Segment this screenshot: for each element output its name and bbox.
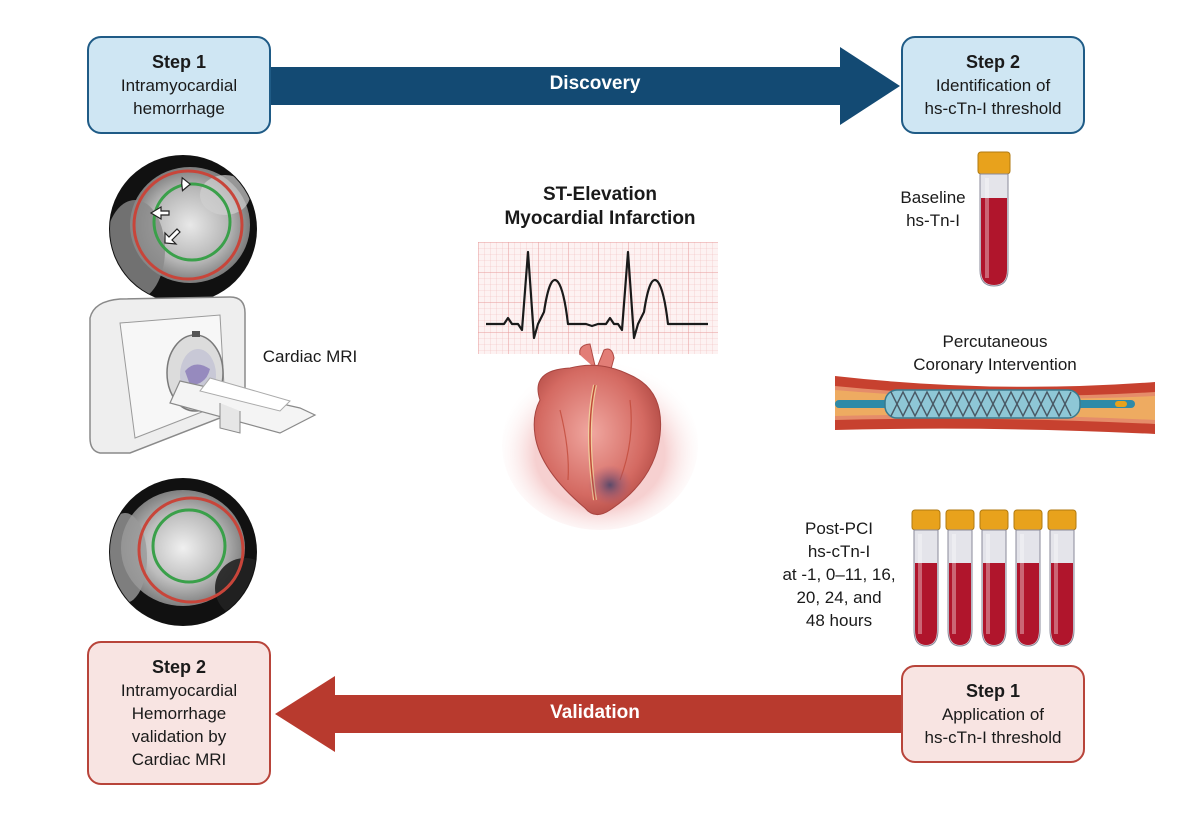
post-pci-blood-tubes: [911, 509, 1077, 647]
mri-scan-top: [109, 155, 257, 303]
discovery-step2-line1: Identification of: [935, 76, 1051, 95]
validation-step2-line2: Hemorrhage: [131, 704, 227, 723]
pci-line2: Coronary Intervention: [913, 355, 1077, 374]
validation-arrow-label: Validation: [550, 702, 640, 723]
discovery-step1-title: Step 1: [151, 52, 207, 72]
post-pci-line1: Post-PCI: [804, 519, 874, 538]
validation-step2-line3: validation by: [131, 727, 227, 746]
discovery-step1-box: Step 1 Intramyocardial hemorrhage: [87, 36, 271, 134]
post-pci-line3: at -1, 0–11, 16,: [782, 565, 896, 584]
discovery-arrow-label: Discovery: [549, 73, 641, 94]
discovery-step2-box: Step 2 Identification of hs-cTn-I thresh…: [901, 36, 1085, 134]
baseline-line2: hs-Tn-I: [906, 211, 960, 230]
baseline-label: Baseline hs-Tn-I: [888, 186, 978, 232]
post-pci-line4: 20, 24, and: [796, 588, 882, 607]
ecg-grid: [478, 242, 718, 354]
mri-machine-illustration: [89, 296, 317, 454]
center-title-line1: ST-Elevation: [542, 184, 658, 205]
pci-line1: Percutaneous: [942, 332, 1048, 351]
arrow-marker-2: [149, 205, 170, 221]
validation-step2-title: Step 2: [151, 657, 207, 677]
validation-step1-line1: Application of: [941, 705, 1045, 724]
validation-step1-title: Step 1: [965, 681, 1021, 701]
post-pci-line2: hs-cTn-I: [807, 542, 871, 561]
arrow-marker-1: [181, 176, 192, 192]
validation-step2-line1: Intramyocardial: [120, 681, 238, 700]
stent-illustration: [835, 376, 1155, 434]
validation-step2-line4: Cardiac MRI: [131, 750, 227, 769]
post-pci-label: Post-PCI hs-cTn-I at -1, 0–11, 16, 20, 2…: [770, 517, 908, 632]
validation-step1-box: Step 1 Application of hs-cTn-I threshold: [901, 665, 1085, 763]
center-title-line2: Myocardial Infarction: [504, 208, 696, 229]
heart-illustration: [502, 343, 698, 530]
mri-label: Cardiac MRI: [262, 347, 358, 366]
discovery-step1-line1: Intramyocardial: [120, 76, 238, 95]
pci-label: Percutaneous Coronary Intervention: [890, 330, 1100, 376]
baseline-line1: Baseline: [900, 188, 966, 207]
discovery-step2-title: Step 2: [965, 52, 1021, 72]
discovery-step1-line2: hemorrhage: [133, 99, 225, 118]
discovery-step2-line2: hs-cTn-I threshold: [924, 99, 1062, 118]
baseline-blood-tube: [977, 151, 1011, 287]
validation-step1-line2: hs-cTn-I threshold: [924, 728, 1062, 747]
validation-step2-box: Step 2 Intramyocardial Hemorrhage valida…: [87, 641, 271, 785]
ecg-trace: [486, 250, 708, 340]
mri-scan-bottom: [109, 478, 257, 626]
center-title: ST-Elevation Myocardial Infarction: [470, 183, 730, 231]
post-pci-line5: 48 hours: [805, 611, 873, 630]
arrow-marker-3: [164, 228, 181, 245]
